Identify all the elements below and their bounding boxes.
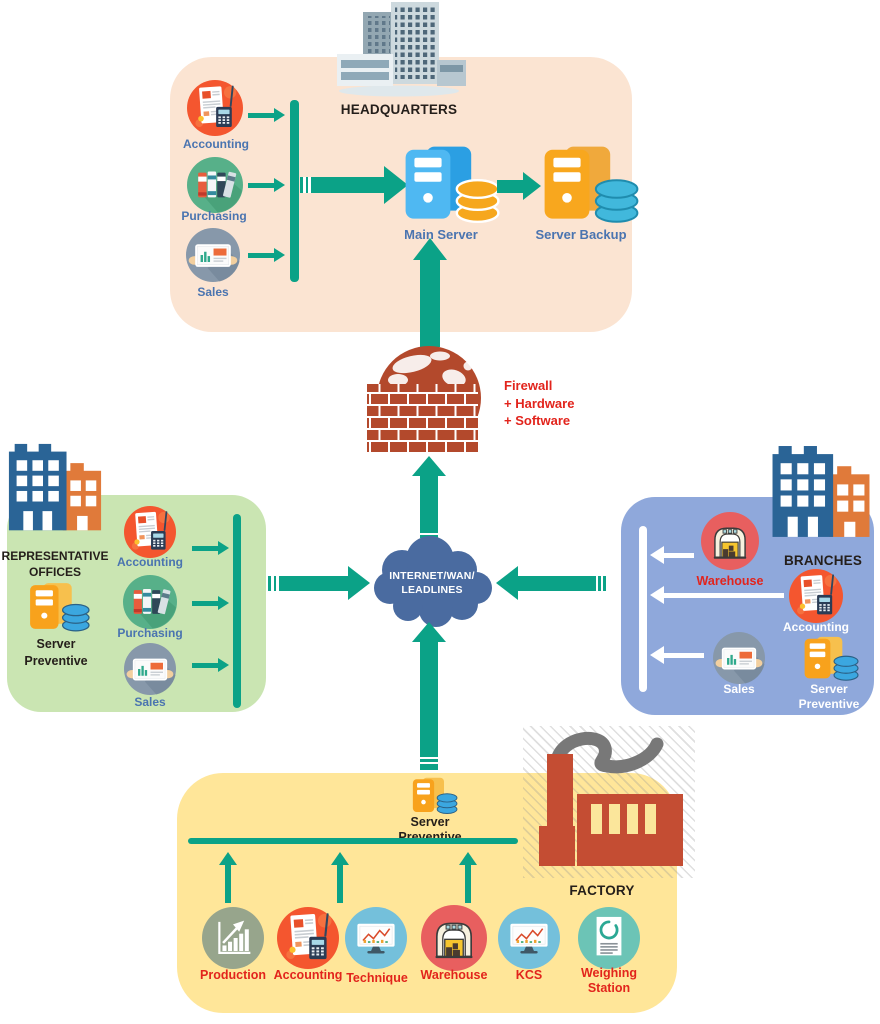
factory-department-label: Accounting [273, 968, 343, 982]
sales-icon [124, 643, 176, 695]
connector-arrow [331, 852, 349, 903]
firewall-brick-globe-icon [367, 346, 481, 452]
representative-offices-title-line: REPRESENTATIVE [1, 549, 109, 563]
branches-warehouse-label: Warehouse [696, 574, 764, 588]
cloud-label-line: INTERNET/WAN/ [389, 570, 475, 582]
connector-arrow [459, 852, 477, 903]
accounting-icon [187, 80, 243, 136]
factory-title: FACTORY [569, 883, 635, 898]
cloud-icon [374, 536, 492, 627]
connector-arrow [650, 646, 704, 664]
connector-arrow [496, 566, 606, 600]
connector-arrow [268, 566, 370, 600]
branches-server-label: Server Preventive [799, 682, 860, 712]
purchasing-icon [123, 575, 177, 629]
branches-server-label-line: Server [810, 682, 848, 696]
branches-title: BRANCHES [783, 553, 863, 568]
connector-arrow [192, 541, 229, 555]
server-preventive-icon [24, 582, 90, 633]
hq-department-label: Accounting [183, 137, 249, 151]
representative-offices-title: REPRESENTATIVE OFFICES [2, 548, 109, 580]
warehouse-icon [701, 512, 759, 570]
kcs-icon [498, 907, 560, 969]
factory-department-label: Warehouse [420, 968, 488, 982]
sales-icon [713, 632, 765, 684]
firewall-label-line: + Software [504, 413, 571, 428]
rep-server-label: Server Preventive [24, 636, 87, 670]
office-buildings-icon [768, 444, 874, 545]
rep-department-label: Sales [134, 695, 166, 709]
backup-server-icon [535, 145, 639, 225]
hq-bus-bar [290, 100, 299, 282]
branches-bus-bar [639, 526, 647, 692]
warehouse-icon [421, 905, 487, 971]
hq-department-label: Sales [197, 285, 229, 299]
connector-arrow [248, 178, 285, 192]
connector-arrow [650, 546, 694, 564]
representative-offices-title-line: OFFICES [28, 565, 81, 579]
headquarters-building-illustration [333, 0, 470, 97]
connector-arrow [412, 456, 446, 546]
factory-department-label: Technique [346, 971, 408, 985]
rep-department-label: Accounting [117, 555, 183, 569]
accounting-icon [124, 506, 176, 558]
firewall-label-line: + Hardware [504, 395, 575, 411]
main-server-icon [396, 145, 500, 225]
weighing-station-icon [578, 907, 640, 969]
branches-accounting-label: Accounting [783, 620, 849, 634]
rep-server-label-line: Server [36, 637, 76, 651]
connector-arrow [219, 852, 237, 903]
technique-icon [345, 907, 407, 969]
production-icon [202, 907, 264, 969]
server-backup-label: Server Backup [535, 227, 627, 242]
accounting-icon [277, 907, 339, 969]
factory-bus-bar [188, 838, 518, 844]
connector-arrow [413, 238, 447, 360]
factory-illustration [539, 732, 683, 866]
hq-department-label: Purchasing [181, 209, 247, 223]
headquarters-title: HEADQUARTERS [340, 102, 458, 117]
firewall-label: Firewall + Hardware + Software [504, 377, 574, 430]
cloud-label-line: LEADLINES [401, 583, 463, 596]
connector-arrow [300, 166, 408, 204]
sales-icon [186, 228, 240, 282]
cloud-label: INTERNET/WAN/ LEADLINES [389, 570, 474, 597]
connector-arrow [192, 596, 229, 610]
branches-server-label-line: Preventive [798, 697, 860, 711]
accounting-icon [789, 569, 843, 623]
factory-server-label-line: Server [410, 815, 450, 829]
connector-arrow [412, 622, 446, 770]
rep-server-label-line: Preventive [24, 654, 88, 668]
server-preventive-icon [799, 636, 859, 682]
connector-arrow [192, 658, 229, 672]
branches-sales-label: Sales [723, 682, 755, 696]
connector-arrow [650, 586, 784, 604]
rep-department-label: Purchasing [117, 626, 183, 640]
purchasing-icon [187, 157, 243, 213]
connector-arrow [248, 108, 285, 122]
factory-department-label: Production [200, 968, 266, 982]
connector-arrow [248, 248, 285, 262]
factory-department-label: KCS [515, 968, 543, 982]
office-buildings-icon [6, 442, 104, 538]
connector-arrow [497, 172, 541, 200]
firewall-label-line: Firewall [504, 378, 553, 393]
server-preventive-icon [408, 777, 458, 815]
factory-department-label: Weighing Station [580, 966, 637, 995]
rep-bus-bar [233, 514, 241, 708]
